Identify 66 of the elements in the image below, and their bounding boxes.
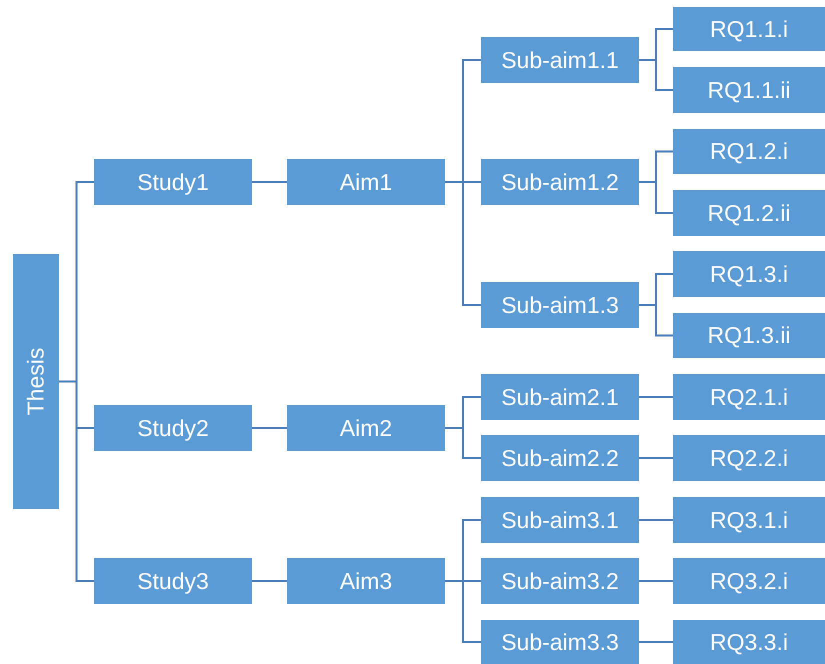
connector-line [639,580,673,582]
box-label: Study1 [137,170,209,194]
tree-box [673,190,825,236]
root-box [13,254,59,509]
box-label: RQ2.1.i [710,386,788,408]
box-label: Sub-aim3.3 [501,630,619,654]
box-label: RQ1.3.i [710,262,788,286]
tree-box [673,313,825,358]
connector-line [59,380,94,582]
tree-box [481,497,639,543]
connector-line [639,396,673,398]
tree-box [673,129,825,174]
tree-box [673,67,825,113]
tree-box [673,374,825,420]
box-label: Sub-aim2.1 [501,386,619,408]
connector-line [639,519,673,521]
box-label: RQ1.1.ii [707,78,791,102]
box-label: Aim1 [340,170,392,194]
tree-box [481,620,639,664]
tree-box [673,620,825,664]
connector-line [639,304,673,336]
tree-box [481,374,639,420]
box-label: Aim3 [340,570,392,592]
tree-box [94,159,252,205]
box-label: RQ2.2.i [710,446,788,470]
tree-box [673,7,825,51]
box-label: RQ3.1.i [710,508,788,532]
box-label: RQ3.2.i [710,570,788,592]
tree-box [481,435,639,481]
connector-line [445,580,481,643]
tree-box [287,159,445,205]
connector-line [252,181,287,183]
connector-line [252,427,287,429]
tree-box [673,435,825,481]
connector-line [639,457,673,459]
tree-box [673,558,825,604]
tree-box [287,405,445,451]
box-label: Sub-aim1.3 [501,294,619,316]
tree-box [481,558,639,604]
tree-box [481,282,639,328]
tree-box [481,159,639,205]
box-label: Thesis [24,348,48,416]
tree-box [287,558,445,604]
box-label: Sub-aim1.1 [501,48,619,72]
box-label: Study3 [137,570,209,592]
tree-box [94,558,252,604]
connector-line [252,580,287,582]
connector-line [639,641,673,643]
tree-box [673,497,825,543]
box-label: Sub-aim1.2 [501,170,619,194]
box-label: Sub-aim3.1 [501,508,619,532]
connector-line [445,427,481,459]
box-label: Sub-aim2.2 [501,446,619,470]
box-label: RQ3.3.i [710,630,788,654]
box-label: Aim2 [340,416,392,440]
box-label: RQ1.2.i [710,140,788,163]
connector-line [639,181,673,214]
connector-line [639,59,673,91]
box-label: RQ1.3.ii [707,324,791,347]
tree-box [481,37,639,83]
box-label: Sub-aim3.2 [501,570,619,592]
box-label: Study2 [137,416,209,440]
box-label: RQ1.1.i [710,18,788,40]
tree-box [673,251,825,297]
box-label: RQ1.2.ii [707,202,791,224]
tree-box [94,405,252,451]
